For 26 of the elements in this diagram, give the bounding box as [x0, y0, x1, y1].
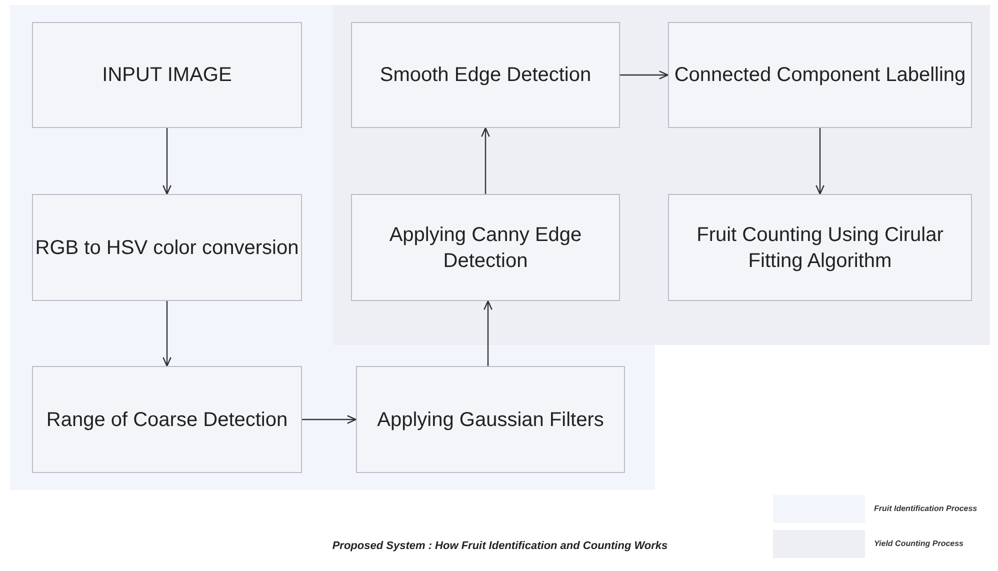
- arrow: [162, 301, 172, 367]
- process-box: [32, 194, 302, 301]
- process-box: [668, 22, 972, 128]
- box-label: Applying Canny Edge Detection: [388, 222, 583, 274]
- box-label: Fruit Counting Using Cirular Fitting Algorithm: [696, 222, 944, 274]
- box-label: RGB to HSV color conversion: [35, 236, 299, 260]
- box-label: Applying Gaussian Filters: [377, 408, 604, 432]
- process-box: [351, 22, 620, 128]
- process-box: [32, 22, 302, 128]
- process-box: [351, 194, 620, 301]
- process-box: [668, 194, 972, 301]
- arrow: [481, 127, 490, 194]
- box-label: Smooth Edge Detection: [380, 63, 592, 88]
- arrow: [816, 128, 824, 195]
- process-box: [32, 366, 302, 473]
- arrow: [162, 128, 172, 195]
- caption: Proposed System : How Fruit Identification and Counting Works: [331, 540, 669, 552]
- legend-label: Yield Counting Process: [874, 539, 964, 548]
- box-label: Connected Component Labelling: [674, 63, 966, 88]
- process-box: [356, 366, 625, 473]
- legend-label: Fruit Identification Process: [874, 504, 978, 513]
- arrow: [484, 300, 492, 366]
- box-label: INPUT IMAGE: [102, 63, 232, 88]
- box-label: Range of Coarse Detection: [46, 408, 288, 432]
- arrow: [620, 70, 669, 80]
- arrow: [302, 415, 357, 424]
